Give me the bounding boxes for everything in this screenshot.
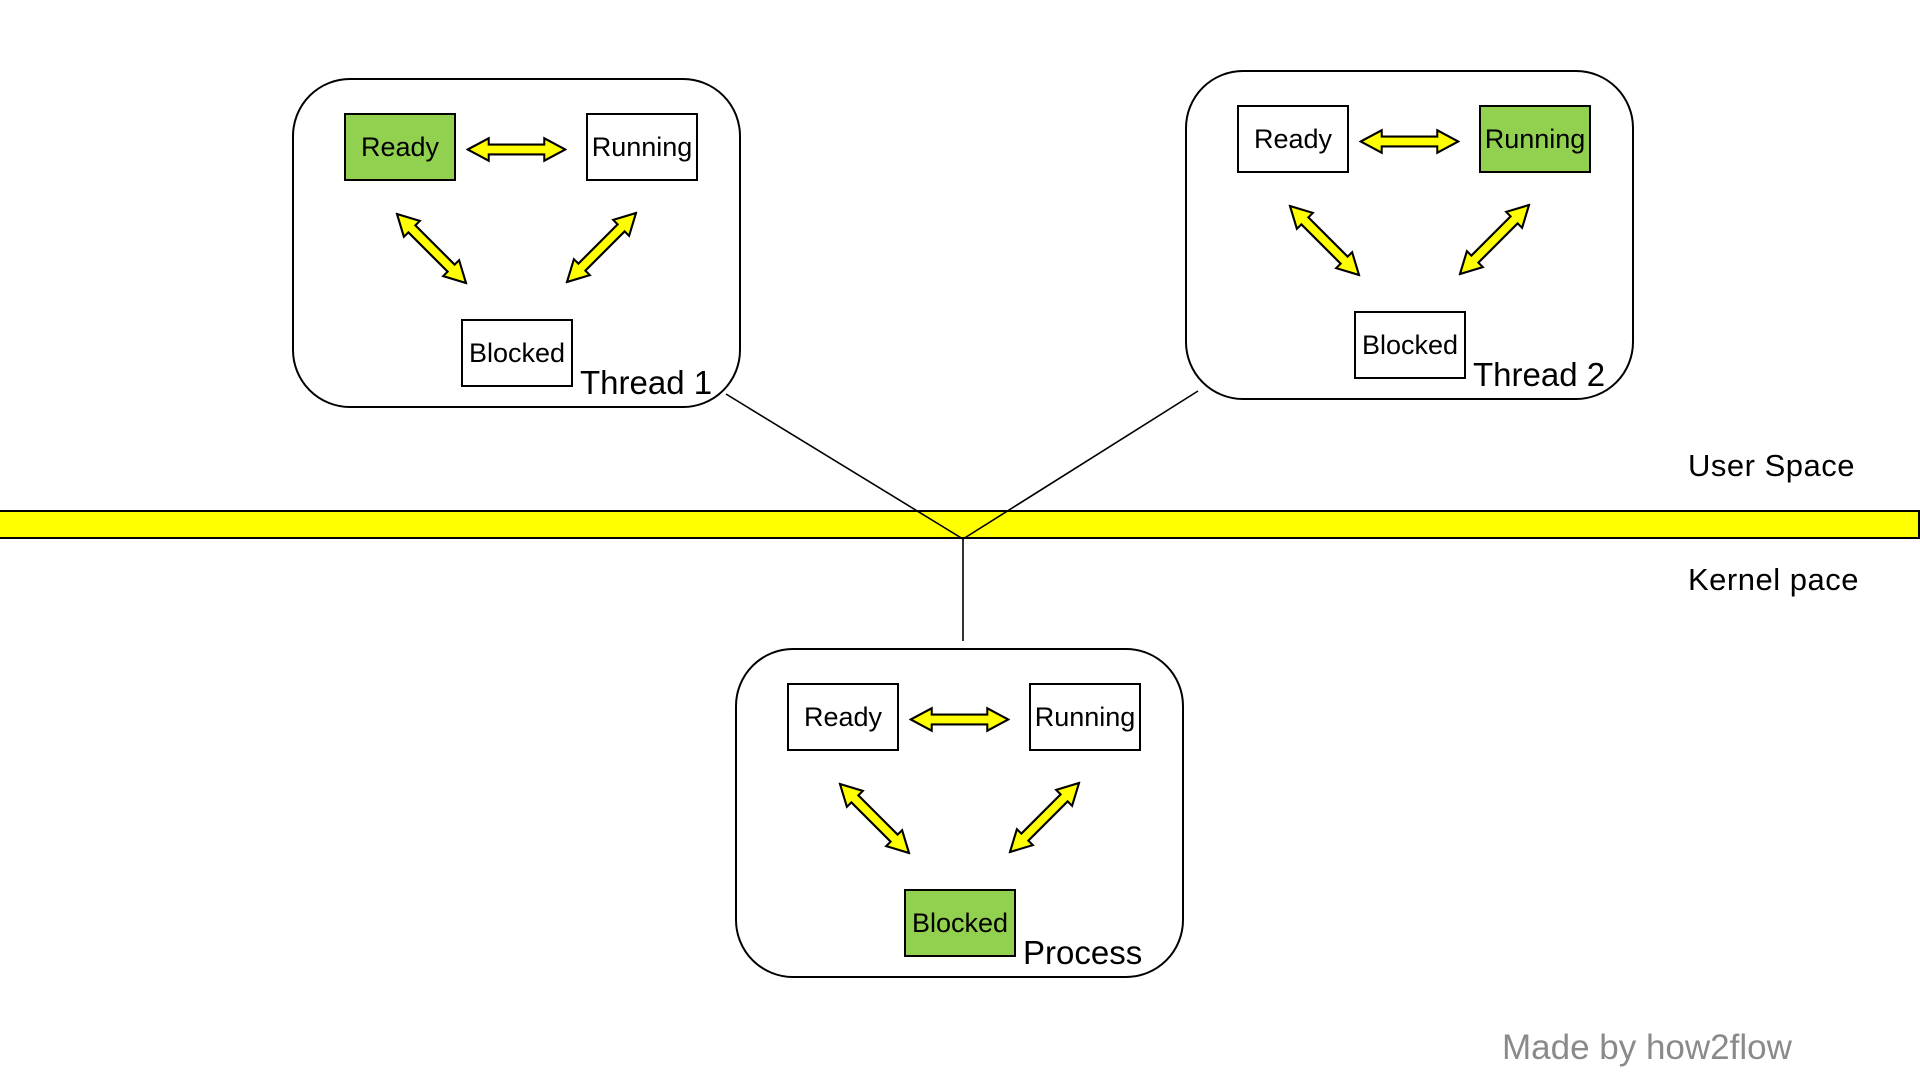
double-arrow-running-blocked [999,772,1090,863]
double-arrow-ready-blocked [386,203,477,294]
double-arrow-ready-running [909,706,1010,733]
thread2-ready-state-box: Ready [1237,105,1349,173]
thread1-panel-label: Thread 1 [580,364,713,401]
thread1-running-state-box: Running [586,113,698,181]
credit-text: Made by how2flow [1502,1028,1792,1067]
state-label: Blocked [468,337,566,368]
thread2-blocked-state-box: Blocked [1354,311,1466,379]
state-label: Blocked [1361,329,1459,360]
double-arrow-running-blocked [1449,194,1540,285]
thread1-ready-state-box: Ready [344,113,456,181]
double-arrow-ready-running [466,136,567,163]
user-space-label: User Space [1688,448,1855,483]
state-label: Ready [803,701,883,732]
double-arrow-ready-blocked [1279,195,1370,286]
double-arrow-running-blocked [556,202,647,293]
double-arrow-ready-blocked [829,773,920,864]
thread1-panel: Ready Running Blocked Thread 1 [292,78,741,408]
state-label: Running [1034,701,1136,732]
process-panel: Ready Running Blocked Process [735,648,1184,978]
process-running-state-box: Running [1029,683,1141,751]
kernel-space-label: Kernel pace [1688,562,1859,597]
state-label: Running [1484,123,1586,154]
thread2-panel: Ready Running Blocked Thread 2 [1185,70,1634,400]
process-blocked-state-box: Blocked [904,889,1016,957]
state-label: Ready [360,131,440,162]
thread2-running-state-box: Running [1479,105,1591,173]
state-label: Blocked [911,907,1009,938]
process-ready-state-box: Ready [787,683,899,751]
process-panel-label: Process [1023,934,1143,971]
user-kernel-divider-bar [0,510,1920,539]
double-arrow-ready-running [1359,128,1460,155]
thread1-blocked-state-box: Blocked [461,319,573,387]
state-label: Running [591,131,693,162]
thread2-panel-label: Thread 2 [1473,356,1606,393]
state-label: Ready [1253,123,1333,154]
